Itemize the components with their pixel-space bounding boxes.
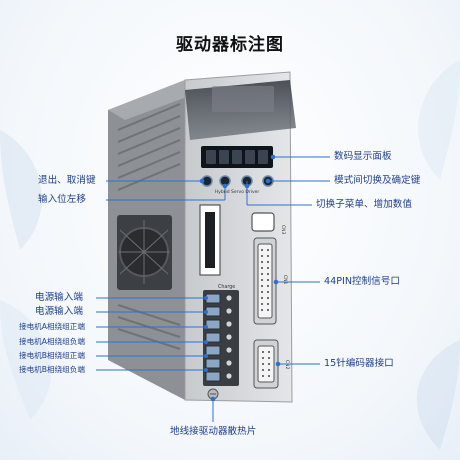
charge-label: Charge — [218, 284, 235, 290]
label-display-panel: 数码显示面板 — [334, 151, 392, 162]
cn3-label: CN3 — [280, 225, 286, 235]
label-power-in-2: 电源输入端 — [35, 306, 83, 317]
buttons-caption: Hybrid Servo Driver — [215, 189, 260, 195]
label-exit-cancel: 退出、取消键 — [38, 175, 96, 186]
panel-buttons: Hybrid Servo Driver — [201, 175, 274, 195]
label-mode-switch: 模式间切换及确定键 — [334, 175, 421, 186]
label-submenu-increase: 切换子菜单、增加数值 — [316, 199, 412, 210]
upper-ports: CN3 — [199, 204, 286, 276]
terminal-block — [203, 290, 239, 400]
cn1-44pin-connector[interactable]: CN1 — [253, 237, 288, 325]
label-motor-a-neg: 接电机A相绕组负端 — [19, 337, 85, 346]
label-44pin: 44PIN控制信号口 — [324, 276, 400, 287]
label-power-in-1: 电源输入端 — [35, 292, 83, 303]
label-motor-b-pos: 接电机B相绕组正端 — [19, 351, 85, 360]
digital-display — [201, 146, 273, 168]
label-encoder: 15针编码器接口 — [324, 358, 394, 369]
cn1-label: CN1 — [282, 275, 288, 285]
label-ground: 地线接驱动器散热片 — [170, 426, 257, 437]
label-motor-a-pos: 接电机A相绕组正端 — [19, 322, 85, 331]
background-leaf-decoration — [0, 60, 460, 450]
cooling-fan-icon — [117, 215, 172, 290]
diagram-title: 驱动器标注图 — [176, 35, 284, 55]
label-shift-left: 输入位左移 — [38, 194, 86, 205]
cn2-label: CN2 — [284, 360, 290, 370]
cn3-port[interactable] — [251, 212, 275, 232]
label-motor-b-neg: 接电机B相绕组负端 — [19, 365, 85, 374]
heatsink-body — [108, 80, 200, 400]
leader-lines — [96, 154, 330, 422]
